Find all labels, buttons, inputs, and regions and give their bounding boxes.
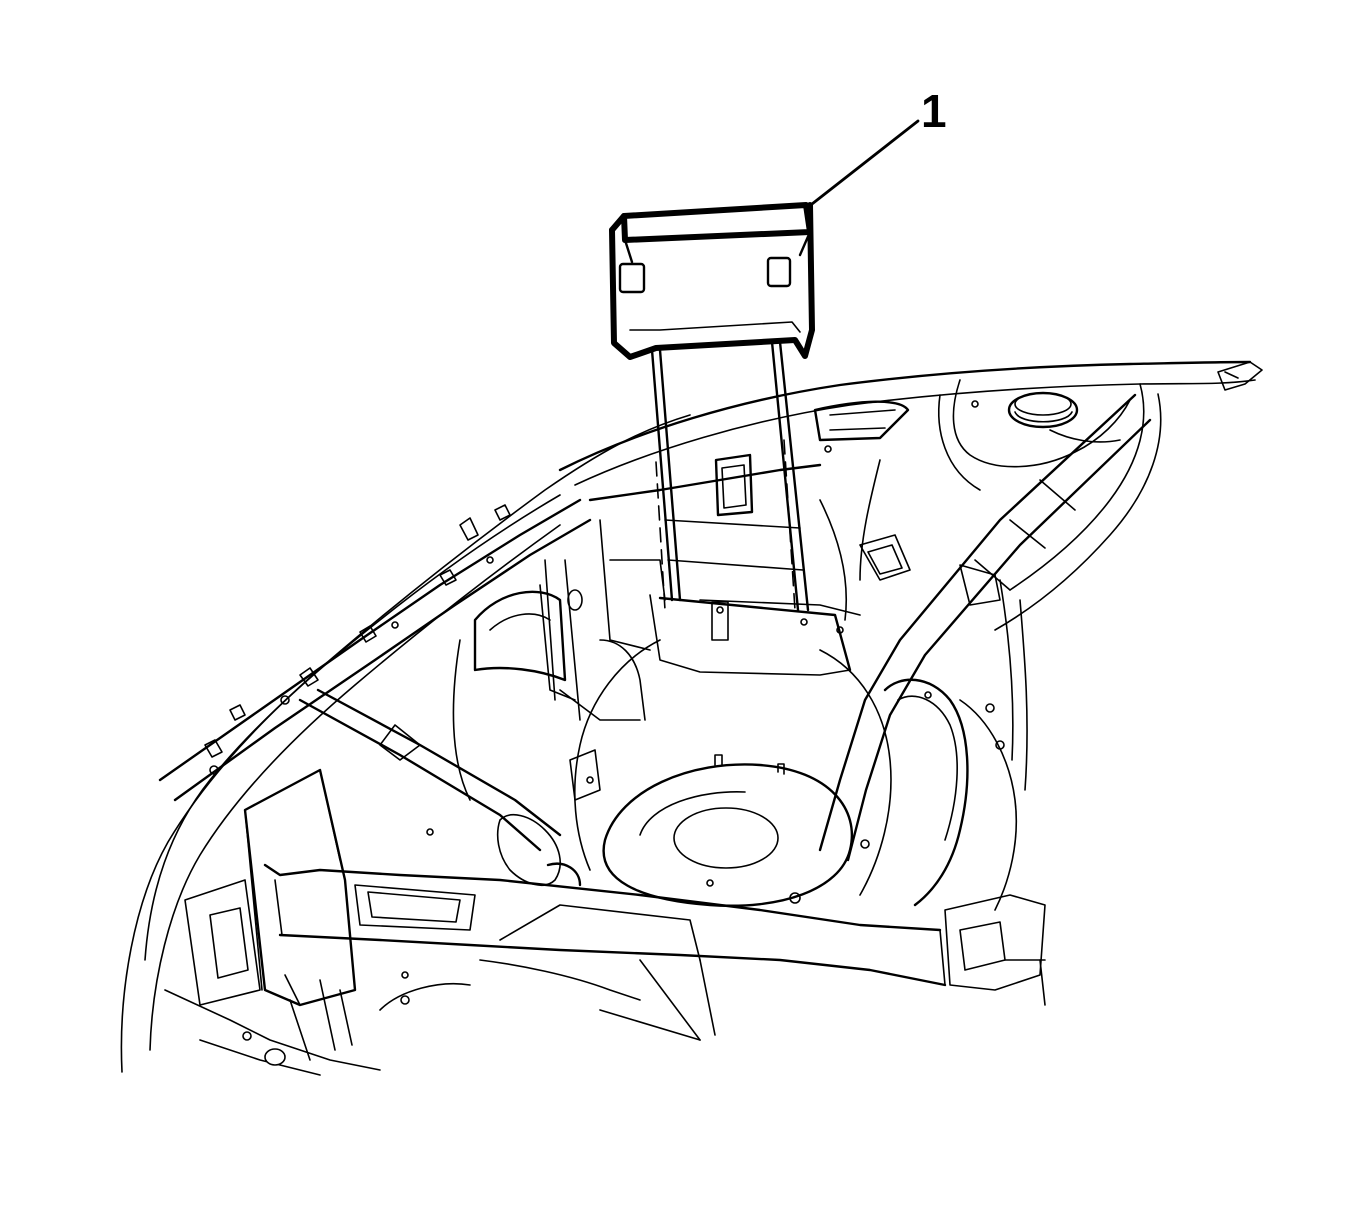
callout-1: 1 — [810, 85, 947, 206]
callout-leader-line — [810, 119, 920, 206]
callout-number: 1 — [921, 85, 947, 137]
vehicle-rear-compartment — [120, 360, 1263, 1076]
bracket-part-1 — [609, 202, 815, 612]
